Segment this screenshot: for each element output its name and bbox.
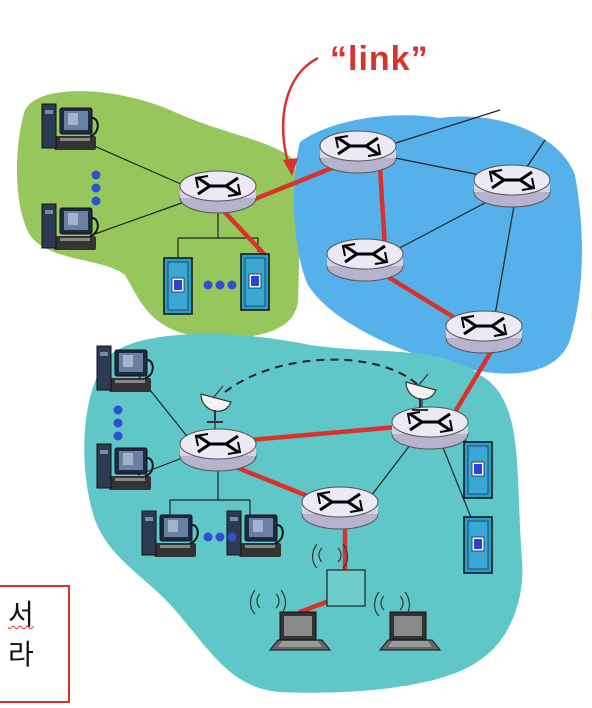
- desktop-computer-icon: [96, 345, 154, 393]
- router-icon: [444, 309, 524, 355]
- link-annotation-label: “link”: [330, 40, 429, 78]
- router-icon: [318, 129, 398, 175]
- router-icon: [178, 169, 258, 215]
- router-icon: [472, 163, 552, 209]
- green-network-region: [16, 91, 300, 339]
- router-icon: [300, 485, 380, 531]
- server-icon: [163, 257, 193, 315]
- more-devices-dots: [91, 170, 237, 542]
- router-icon: [325, 237, 405, 283]
- link-annotation-arrow: [282, 56, 319, 171]
- arrowhead-icon: [283, 158, 298, 176]
- server-icon: [463, 516, 493, 574]
- side-note-line-1: 서: [8, 598, 34, 631]
- side-note-box: 서 라: [0, 585, 70, 703]
- server-icon: [463, 441, 493, 499]
- server-icon: [240, 253, 270, 311]
- side-note-line-2: 라: [8, 638, 34, 671]
- desktop-computer-icon: [96, 443, 154, 491]
- desktop-computer-icon: [41, 103, 99, 151]
- desktop-computer-icon: [41, 203, 99, 251]
- desktop-computer-icon: [141, 510, 199, 558]
- router-icon: [178, 427, 258, 473]
- router-icon: [390, 405, 470, 451]
- satellite-dashed-link: [224, 358, 419, 393]
- desktop-computer-icon: [226, 510, 284, 558]
- wireless-access-point-icon: [326, 569, 366, 607]
